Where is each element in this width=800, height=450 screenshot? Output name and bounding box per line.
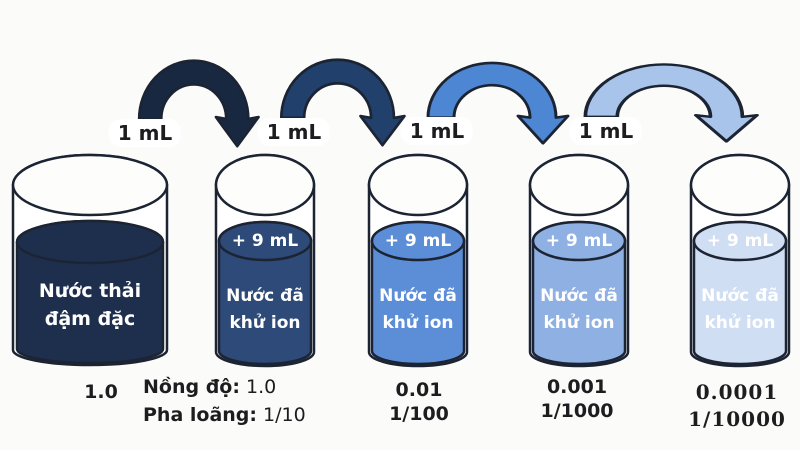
concentration-value: 1.0 xyxy=(84,381,118,403)
dilution-legend: Nồng độ: 1.0 Pha loãng: 1/10 xyxy=(143,373,306,429)
legend-concentration-line: Nồng độ: 1.0 xyxy=(143,373,306,401)
concentration-value: 1.0 xyxy=(246,376,277,398)
added-volume-label: + 9 mL xyxy=(706,231,774,251)
dilution-value: 1/1000 xyxy=(540,400,614,422)
container-5-dilution: + 9 mL Nước đã khử ion xyxy=(688,153,792,368)
concentration-value: 0.001 xyxy=(546,376,608,398)
arc-arrow-icon xyxy=(583,63,759,143)
content-label-line2: khử ion xyxy=(543,313,615,333)
content-label-line2: khử ion xyxy=(704,313,776,333)
cylinder-vessel-icon xyxy=(528,153,630,368)
cylinder-vessel-icon xyxy=(214,153,316,368)
dilution-value: 1/10000 xyxy=(688,407,786,431)
liquid-surface xyxy=(15,219,165,265)
content-label-line1: Nước thải xyxy=(38,280,142,302)
container-1-wastewater: Nước thải đậm đặc xyxy=(10,153,170,368)
transfer-arrow-1 xyxy=(137,59,260,148)
dilution-label: Pha loãng: xyxy=(143,404,257,426)
liquid-surface xyxy=(692,220,788,262)
content-label-line2: đậm đặc xyxy=(44,308,136,330)
added-volume-label: + 9 mL xyxy=(231,231,299,251)
vessel-rim xyxy=(11,153,169,217)
arc-arrow-icon xyxy=(426,61,570,145)
container-4-dilution: + 9 mL Nước đã khử ion xyxy=(527,153,631,368)
content-label-line1: Nước đã xyxy=(226,286,304,306)
legend-dilution-line: Pha loãng: 1/10 xyxy=(143,401,306,429)
reading-concentration-3: 0.01 1/100 xyxy=(389,378,449,426)
transfer-arrow-2 xyxy=(279,58,406,147)
concentration-value: 0.0001 xyxy=(695,380,779,404)
container-3-dilution: + 9 mL Nước đã khử ion xyxy=(366,153,470,368)
container-content-label: Nước đã khử ion xyxy=(213,283,317,337)
transfer-volume-label-4: 1 mL xyxy=(569,117,643,145)
content-label-line1: Nước đã xyxy=(540,286,618,306)
liquid-surface xyxy=(531,220,627,262)
vessel-rim xyxy=(214,153,316,217)
reading-concentration-1: 1.0 xyxy=(84,380,118,404)
container-2-dilution: + 9 mL Nước đã khử ion xyxy=(213,153,317,368)
transfer-volume-label-2: 1 mL xyxy=(257,118,331,146)
reading-concentration-5: 0.0001 1/10000 xyxy=(688,379,786,433)
transfer-volume-label-1: 1 mL xyxy=(108,119,182,147)
content-label-line1: Nước đã xyxy=(379,286,457,306)
dilution-value: 1/10 xyxy=(263,404,306,426)
liquid-surface xyxy=(370,220,466,262)
liquid-surface xyxy=(217,220,313,262)
dilution-value: 1/100 xyxy=(389,403,449,425)
cylinder-vessel-icon xyxy=(367,153,469,368)
container-content-label: Nước đã khử ion xyxy=(527,283,631,337)
arc-arrow-icon xyxy=(137,59,260,148)
beaker-vessel-icon xyxy=(11,153,169,367)
transfer-volume-label-3: 1 mL xyxy=(400,117,474,145)
content-label-line2: khử ion xyxy=(229,313,301,333)
concentration-label: Nồng độ: xyxy=(143,376,240,398)
concentration-value: 0.01 xyxy=(395,379,443,401)
transfer-arrow-3 xyxy=(426,61,570,145)
container-content-label: Nước thải đậm đặc xyxy=(10,277,170,333)
added-volume-label: + 9 mL xyxy=(384,231,452,251)
vessel-rim xyxy=(689,153,791,217)
added-volume-label: + 9 mL xyxy=(545,231,613,251)
container-content-label: Nước đã khử ion xyxy=(688,283,792,337)
vessel-rim xyxy=(367,153,469,217)
content-label-line1: Nước đã xyxy=(701,286,779,306)
vessel-rim xyxy=(528,153,630,217)
content-label-line2: khử ion xyxy=(382,313,454,333)
reading-concentration-4: 0.001 1/1000 xyxy=(540,375,613,423)
container-content-label: Nước đã khử ion xyxy=(366,283,470,337)
arc-arrow-icon xyxy=(279,58,406,147)
cylinder-vessel-icon xyxy=(689,153,791,368)
transfer-arrow-4 xyxy=(583,63,759,143)
